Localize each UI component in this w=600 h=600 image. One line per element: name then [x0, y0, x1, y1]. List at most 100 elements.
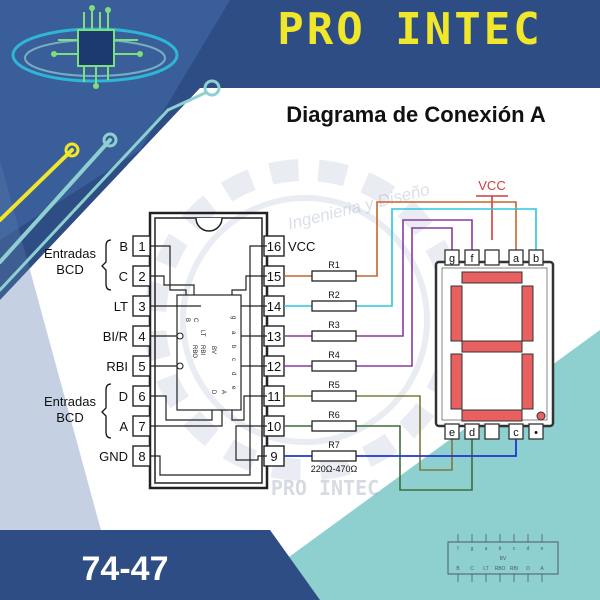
pin-num-16: 16	[267, 239, 281, 254]
resistor-label-r4: R4	[328, 350, 340, 360]
part-number: 74-47	[82, 550, 169, 588]
pin-name-8: GND	[99, 449, 128, 464]
display-pin-bottom-5: •	[534, 427, 538, 439]
resistor-label-r2: R2	[328, 290, 340, 300]
wire-seg-c	[284, 219, 473, 337]
ic-inner-C: C	[192, 318, 198, 323]
diagram-title: Diagrama de Conexión A	[286, 102, 546, 127]
ic-inner-RBO: RBO	[191, 345, 197, 358]
display-pin-top-1: g	[449, 253, 455, 265]
ic-right-pin-boxes	[263, 235, 285, 467]
mini-ic-diagram: f g a b c d e BV B C LT RBO RBI D A	[447, 534, 559, 582]
brand-name: PRO INTEC	[277, 4, 542, 55]
pin-num-12: 12	[267, 359, 281, 374]
wire-seg-g	[284, 436, 517, 457]
mini-ic-center: BV	[500, 556, 507, 562]
mini-ic-bottom-1: B	[456, 566, 460, 572]
ic-internal-routing	[150, 245, 267, 476]
pin-num-10: 10	[267, 419, 281, 434]
pin-num-11: 11	[267, 389, 281, 404]
mini-ic-top-5: c	[513, 546, 516, 552]
ic-inner-c: c	[230, 358, 236, 361]
mini-ic-top-2: g	[471, 546, 474, 552]
pin-name-4: BI/R	[103, 329, 128, 344]
pin-name-2: C	[119, 269, 128, 284]
pin-num-6: 6	[138, 389, 145, 404]
mini-ic-bottom-5: RBI	[510, 566, 518, 572]
pin-num-15: 15	[267, 269, 281, 284]
mini-ic-bottom-7: A	[540, 566, 544, 572]
mini-ic-bottom-2: C	[470, 566, 474, 572]
pin-num-4: 4	[138, 329, 145, 344]
pin-name-7: A	[119, 419, 128, 434]
ic-inner-RBI: RBI	[199, 345, 205, 355]
ic-inner-B: B	[184, 318, 190, 322]
ic-inner-g: g	[230, 316, 236, 319]
pin-num-13: 13	[267, 329, 281, 344]
ic-inner-d: d	[230, 372, 236, 375]
pin-num-3: 3	[138, 299, 145, 314]
resistor-symbols	[311, 270, 357, 462]
group-label-2-line2: BCD	[56, 410, 83, 425]
segment-a	[461, 271, 523, 284]
segment-b	[521, 285, 534, 342]
segment-dp	[536, 411, 546, 421]
segment-g	[461, 340, 523, 353]
pin-num-7: 7	[138, 419, 145, 434]
pin-num-2: 2	[138, 269, 145, 284]
ic-inner-b: b	[230, 345, 236, 349]
brace-bcd-1	[101, 239, 112, 291]
footer-band	[0, 530, 320, 600]
brace-bcd-2	[101, 383, 112, 439]
ic-inner-center: BV	[210, 346, 216, 354]
resistor-label-r3: R3	[328, 320, 340, 330]
pin-num-14: 14	[267, 299, 281, 314]
pin-num-8: 8	[138, 449, 145, 464]
display-pin-bottom-2: d	[469, 427, 475, 439]
group-label-2-line1: Entradas	[44, 394, 97, 409]
vcc-label: VCC	[478, 178, 505, 193]
watermark-brand: PRO INTEC	[271, 476, 379, 500]
pin-name-1: B	[119, 239, 128, 254]
display-pin-bottom-1: e	[449, 427, 455, 439]
resistor-label-r1: R1	[328, 260, 340, 270]
mini-ic-top-3: a	[485, 546, 488, 552]
ic-inner-a: a	[230, 331, 236, 335]
ic-inner-A: A	[220, 390, 226, 394]
ic-internal-bubbles	[176, 332, 184, 370]
group-label-1-line2: BCD	[56, 262, 83, 277]
chip-logo-icon	[11, 5, 179, 89]
pcb-trace-decoration	[0, 79, 221, 292]
ic-inner-D: D	[210, 390, 216, 395]
mini-ic-bottom-4: RBO	[495, 566, 506, 572]
pin-name-6: D	[119, 389, 128, 404]
ic-inner-LT: LT	[199, 330, 205, 337]
segment-c	[521, 353, 534, 410]
display-pin-boxes	[444, 249, 544, 440]
ic-7447	[148, 211, 269, 490]
segment-f	[450, 285, 463, 342]
resistor-label-r5: R5	[328, 380, 340, 390]
wire-seg-e	[284, 395, 453, 471]
left-shade	[0, 160, 120, 600]
wire-seg-f	[284, 425, 473, 491]
display-pin-top-5: b	[533, 253, 539, 265]
pin-name-3: LT	[114, 299, 128, 314]
wire-seg-d	[284, 227, 453, 367]
vcc-rail	[476, 195, 508, 240]
pin-name-16: VCC	[288, 239, 315, 254]
pin-name-5: RBI	[106, 359, 128, 374]
ic-left-pin-boxes	[132, 235, 151, 467]
mini-ic-bottom-3: LT	[483, 566, 488, 572]
mini-ic-top-4: b	[499, 546, 502, 552]
mini-ic-bottom-6: D	[526, 566, 530, 572]
segment-d	[461, 409, 523, 422]
header-shade	[0, 0, 230, 240]
resistor-label-r7: R7	[328, 440, 340, 450]
display-pin-bottom-4: c	[513, 427, 519, 439]
display-pin-top-4: a	[513, 253, 520, 265]
group-label-1-line1: Entradas	[44, 246, 97, 261]
mini-ic-top-1: f	[457, 546, 459, 552]
